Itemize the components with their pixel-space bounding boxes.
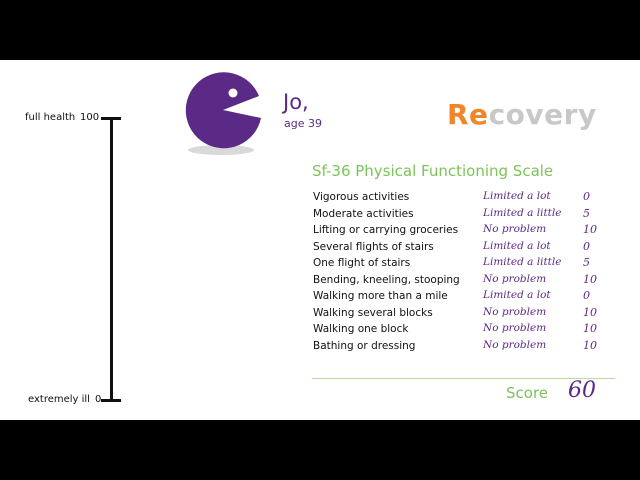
table-row: Several flights of stairs Limited a lot 0 — [313, 239, 613, 258]
table-row: Lifting or carrying groceries No problem 1… — [313, 223, 613, 241]
score-divider — [312, 378, 615, 379]
activity-label: Walking more than a mile — [313, 290, 448, 302]
slide-title: Recovery — [447, 98, 597, 131]
activity-label: Walking one block — [313, 323, 409, 335]
answer-label: Limited a lot — [483, 239, 551, 252]
table-row: Bathing or dressing No problem 10 — [313, 338, 613, 357]
activity-label: One flight of stairs — [313, 257, 411, 269]
slide-canvas: full health 100 extremely ill 0 Jo, age … — [0, 60, 640, 420]
points-value: 0 — [583, 239, 590, 253]
points-value: 0 — [583, 190, 590, 203]
score-label: Score — [506, 384, 549, 402]
table-row: One flight of stairs Limited a little 5 — [313, 256, 613, 274]
points-value: 0 — [583, 289, 590, 302]
answer-label: Limited a little — [483, 206, 562, 219]
answer-label: No problem — [483, 223, 547, 235]
answer-label: Limited a little — [483, 256, 562, 268]
points-value: 5 — [583, 206, 590, 220]
activity-label: Several flights of stairs — [313, 240, 434, 253]
table-row: Walking one block No problem 10 — [313, 322, 613, 340]
answer-label: No problem — [483, 338, 547, 351]
points-value: 10 — [583, 272, 597, 286]
slide-title-highlight: Re — [447, 98, 489, 131]
score-value: 60 — [568, 378, 596, 403]
answer-label: Limited a lot — [483, 190, 551, 202]
answer-label: No problem — [483, 272, 547, 285]
patient-name: Jo, — [283, 90, 309, 114]
activity-label: Walking several blocks — [313, 306, 433, 319]
extremely-ill-label: extremely ill — [28, 394, 90, 405]
full-health-value: 100 — [80, 112, 100, 123]
table-row: Walking several blocks No problem 10 — [313, 305, 613, 324]
patient-age: age 39 — [284, 117, 322, 130]
answer-label: No problem — [483, 322, 547, 334]
full-health-label: full health — [25, 112, 76, 123]
points-value: 5 — [583, 256, 590, 269]
slide-title-rest: covery — [488, 98, 597, 131]
table-row: Bending, kneeling, stooping No problem 10 — [313, 272, 613, 291]
pacman-avatar-icon — [185, 72, 261, 155]
table-row: Walking more than a mile Limited a lot 0 — [313, 289, 613, 307]
extremely-ill-value: 0 — [95, 394, 102, 405]
activity-label: Bending, kneeling, stooping — [313, 273, 460, 286]
health-scale-top-tick — [101, 117, 121, 120]
answer-label: Limited a lot — [483, 289, 551, 301]
table-row: Vigorous activities Limited a lot 0 — [313, 190, 613, 208]
activity-label: Vigorous activities — [313, 191, 410, 203]
points-value: 10 — [583, 305, 597, 319]
points-value: 10 — [583, 223, 597, 236]
activity-label: Bathing or dressing — [313, 339, 416, 352]
activity-label: Moderate activities — [313, 207, 414, 220]
table-title: Sf-36 Physical Functioning Scale — [312, 162, 554, 180]
health-scale-bottom-tick — [101, 399, 121, 402]
activity-label: Lifting or carrying groceries — [313, 224, 459, 236]
points-value: 10 — [583, 338, 597, 352]
table-row: Moderate activities Limited a little 5 — [313, 206, 613, 225]
points-value: 10 — [583, 322, 597, 335]
answer-label: No problem — [483, 305, 547, 318]
health-scale-bar — [110, 119, 113, 401]
